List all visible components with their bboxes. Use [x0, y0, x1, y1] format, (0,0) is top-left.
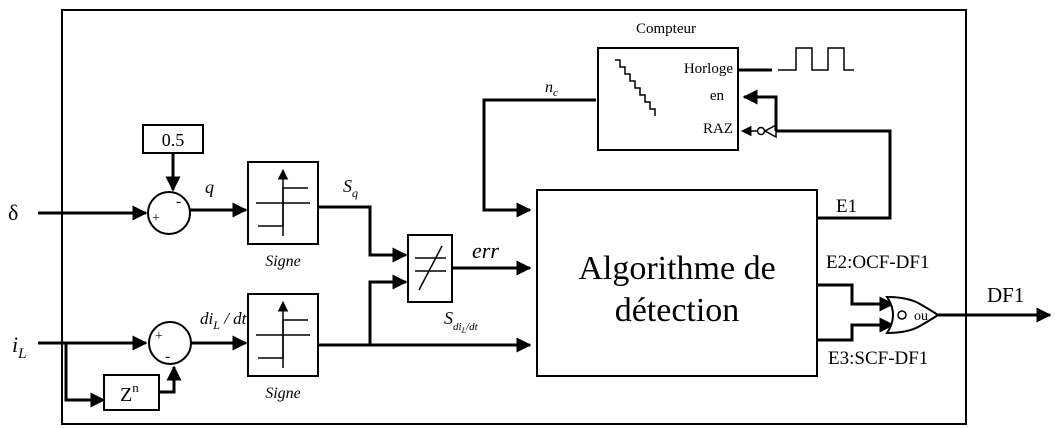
or-gate-label: ou	[914, 309, 928, 324]
output-e1-label: E1	[836, 196, 857, 217]
signal-nc-label: nc	[545, 79, 558, 99]
counter-title: Compteur	[636, 21, 696, 37]
or-gate-bubble	[897, 310, 907, 320]
sign-icon-1	[256, 168, 310, 236]
signal-err-label: err	[472, 238, 499, 263]
output-e3-label: E3:SCF-DF1	[828, 348, 928, 369]
algorithm-line1: Algorithme de	[578, 250, 775, 287]
not-gate-icon	[763, 123, 777, 139]
sign-icon-2	[256, 300, 310, 368]
counter-block	[597, 47, 739, 151]
sum-junction-1	[147, 191, 191, 235]
signal-dil-label: diL / dt	[200, 309, 248, 332]
sign-block-2-label: Signe	[265, 385, 301, 402]
counter-enable-label: en	[710, 88, 725, 104]
signal-q-label: q	[205, 177, 214, 197]
delay-out-wire	[159, 365, 182, 394]
counter-reset-label: RAZ	[703, 121, 733, 137]
sum2-plus: +	[155, 329, 163, 344]
input-delta-label: δ	[8, 200, 18, 225]
sign-block-1-label: Signe	[265, 253, 301, 270]
e3-wire	[817, 317, 895, 342]
not-gate-bubble	[756, 126, 766, 136]
sum1-minus: -	[176, 193, 181, 210]
il-branch-wire	[64, 343, 106, 408]
counter-clock-label: Horloge	[684, 61, 733, 77]
signal-sdi-label: SdiL/dt	[444, 308, 479, 335]
sq-wire	[318, 205, 408, 263]
sum1-plus: +	[152, 211, 160, 226]
signal-sq-label: Sq	[343, 176, 358, 200]
constant-value: 0.5	[162, 130, 185, 150]
comparator-icon	[415, 245, 446, 291]
output-e2-label: E2:OCF-DF1	[826, 252, 929, 273]
outer-frame	[61, 9, 967, 425]
output-df1-label: DF1	[987, 283, 1024, 307]
delay-label: Zn	[120, 380, 139, 406]
enable-wire	[742, 89, 778, 131]
sum2-minus: -	[165, 348, 170, 365]
input-il-label: iL	[12, 332, 26, 362]
delay-block	[103, 374, 160, 411]
nc-wire	[482, 98, 596, 218]
algorithm-block	[536, 189, 818, 377]
e2-wire	[817, 283, 895, 312]
e1-feedback-wire	[776, 129, 892, 220]
algorithm-line2: détection	[615, 292, 740, 329]
staircase-icon	[615, 59, 656, 116]
or-gate	[885, 295, 940, 335]
constant-block	[142, 124, 204, 154]
clock-pulse-icon	[778, 47, 854, 71]
sdi-branch-wire	[368, 274, 408, 345]
